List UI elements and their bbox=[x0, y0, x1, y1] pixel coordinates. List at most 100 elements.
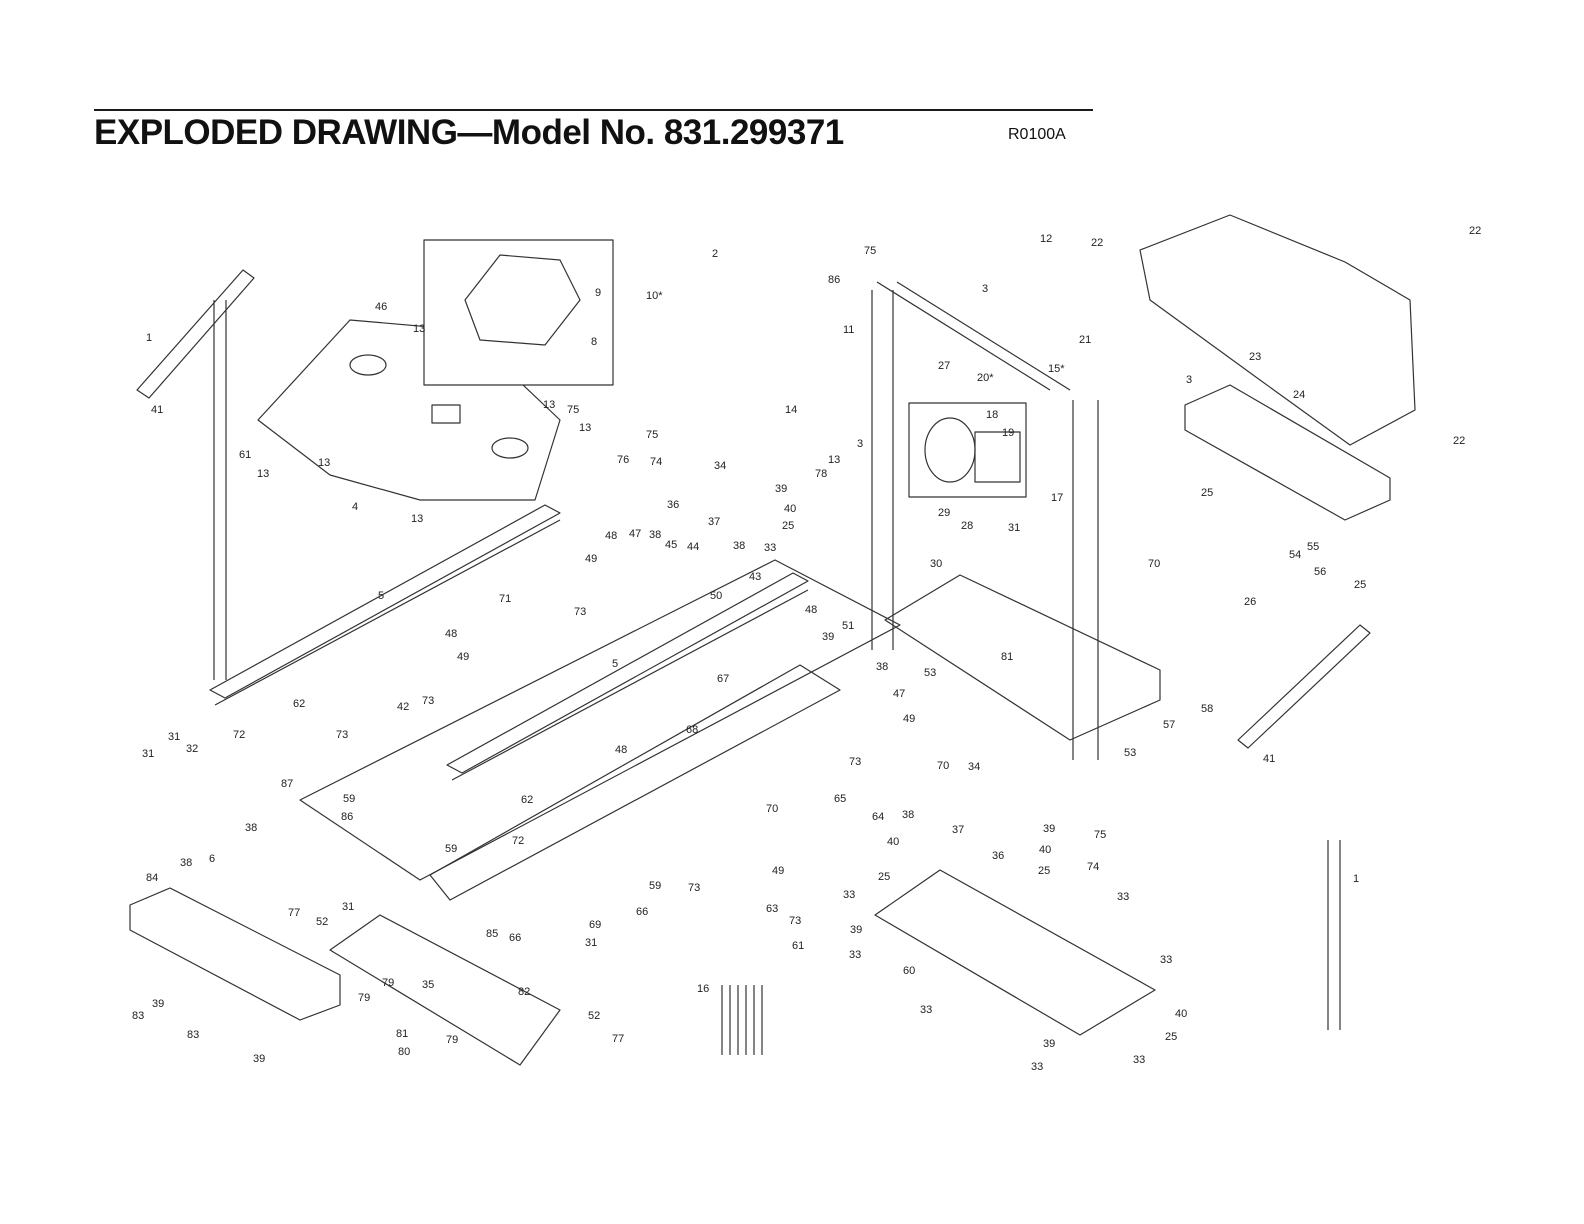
callout-1: 1 bbox=[1353, 873, 1359, 885]
callout-33: 33 bbox=[1160, 954, 1172, 966]
callout-41: 41 bbox=[1263, 753, 1275, 765]
callout-39: 39 bbox=[152, 998, 164, 1010]
callout-22: 22 bbox=[1091, 237, 1103, 249]
callout-33: 33 bbox=[843, 889, 855, 901]
callout-4: 4 bbox=[352, 501, 358, 513]
callout-48: 48 bbox=[605, 530, 617, 542]
callout-38: 38 bbox=[876, 661, 888, 673]
callout-83: 83 bbox=[132, 1010, 144, 1022]
callout-73: 73 bbox=[688, 882, 700, 894]
callout-13: 13 bbox=[318, 457, 330, 469]
callout-40: 40 bbox=[1175, 1008, 1187, 1020]
callout-73: 73 bbox=[336, 729, 348, 741]
callout-13: 13 bbox=[413, 323, 425, 335]
callout-73: 73 bbox=[574, 606, 586, 618]
callout-39: 39 bbox=[850, 924, 862, 936]
callout-73: 73 bbox=[849, 756, 861, 768]
callout-49: 49 bbox=[772, 865, 784, 877]
callout-83: 83 bbox=[187, 1029, 199, 1041]
callout-31: 31 bbox=[585, 937, 597, 949]
callout-86: 86 bbox=[341, 811, 353, 823]
callout-60: 60 bbox=[903, 965, 915, 977]
callout-51: 51 bbox=[842, 620, 854, 632]
callout-84: 84 bbox=[146, 872, 158, 884]
callout-16: 16 bbox=[697, 983, 709, 995]
callout-31: 31 bbox=[142, 748, 154, 760]
callout-33: 33 bbox=[849, 949, 861, 961]
callout-63: 63 bbox=[766, 903, 778, 915]
callout-57: 57 bbox=[1163, 719, 1175, 731]
callout-25: 25 bbox=[1201, 487, 1213, 499]
callout-37: 37 bbox=[952, 824, 964, 836]
incline-frame bbox=[329, 914, 561, 1066]
callout-13: 13 bbox=[411, 513, 423, 525]
callout-32: 32 bbox=[186, 743, 198, 755]
callout-9: 9 bbox=[595, 287, 601, 299]
callout-43: 43 bbox=[749, 571, 761, 583]
callout-42: 42 bbox=[397, 701, 409, 713]
callout-73: 73 bbox=[789, 915, 801, 927]
callout-28: 28 bbox=[961, 520, 973, 532]
callout-72: 72 bbox=[512, 835, 524, 847]
callout-44: 44 bbox=[687, 541, 699, 553]
callout-40: 40 bbox=[784, 503, 796, 515]
callout-19: 19 bbox=[1002, 427, 1014, 439]
callout-72: 72 bbox=[233, 729, 245, 741]
callout-13: 13 bbox=[257, 468, 269, 480]
callout-5: 5 bbox=[378, 590, 384, 602]
callout-39: 39 bbox=[775, 483, 787, 495]
callout-86: 86 bbox=[828, 274, 840, 286]
callout-3: 3 bbox=[982, 283, 988, 295]
left-handrail bbox=[136, 269, 255, 399]
right-handrail bbox=[1237, 624, 1371, 749]
callout-39: 39 bbox=[253, 1053, 265, 1065]
callout-66: 66 bbox=[509, 932, 521, 944]
callout-55: 55 bbox=[1307, 541, 1319, 553]
callout-79: 79 bbox=[382, 977, 394, 989]
callout-48: 48 bbox=[445, 628, 457, 640]
callout-75: 75 bbox=[1094, 829, 1106, 841]
callout-13: 13 bbox=[828, 454, 840, 466]
callout-59: 59 bbox=[343, 793, 355, 805]
callout-23: 23 bbox=[1249, 351, 1261, 363]
callout-27: 27 bbox=[938, 360, 950, 372]
motor-body bbox=[974, 431, 1021, 483]
callout-20*: 20* bbox=[977, 372, 994, 384]
page-title: EXPLODED DRAWING—Model No. 831.299371 bbox=[94, 113, 844, 152]
callout-15*: 15* bbox=[1048, 363, 1065, 375]
callout-22: 22 bbox=[1453, 435, 1465, 447]
callout-41: 41 bbox=[151, 404, 163, 416]
callout-38: 38 bbox=[245, 822, 257, 834]
callout-79: 79 bbox=[446, 1034, 458, 1046]
callout-76: 76 bbox=[617, 454, 629, 466]
callout-67: 67 bbox=[717, 673, 729, 685]
callout-70: 70 bbox=[766, 803, 778, 815]
callout-21: 21 bbox=[1079, 334, 1091, 346]
motor-shield bbox=[1184, 384, 1391, 521]
top-crossbar bbox=[876, 281, 1071, 391]
callout-29: 29 bbox=[938, 507, 950, 519]
callout-54: 54 bbox=[1289, 549, 1301, 561]
callout-14: 14 bbox=[785, 404, 797, 416]
callout-25: 25 bbox=[1038, 865, 1050, 877]
callout-73: 73 bbox=[422, 695, 434, 707]
callout-85: 85 bbox=[486, 928, 498, 940]
callout-79: 79 bbox=[358, 992, 370, 1004]
callout-6: 6 bbox=[209, 853, 215, 865]
callout-81: 81 bbox=[1001, 651, 1013, 663]
bottom-cover-plate bbox=[874, 869, 1156, 1036]
callout-77: 77 bbox=[288, 907, 300, 919]
callout-25: 25 bbox=[878, 871, 890, 883]
callout-38: 38 bbox=[733, 540, 745, 552]
callout-69: 69 bbox=[589, 919, 601, 931]
callout-25: 25 bbox=[1354, 579, 1366, 591]
motor-hood bbox=[1139, 214, 1416, 446]
callout-81: 81 bbox=[396, 1028, 408, 1040]
inset-box-motor bbox=[908, 402, 1027, 498]
callout-31: 31 bbox=[168, 731, 180, 743]
callout-50: 50 bbox=[710, 590, 722, 602]
callout-2: 2 bbox=[712, 248, 718, 260]
console-base bbox=[257, 319, 561, 501]
callout-49: 49 bbox=[585, 553, 597, 565]
callout-30: 30 bbox=[930, 558, 942, 570]
